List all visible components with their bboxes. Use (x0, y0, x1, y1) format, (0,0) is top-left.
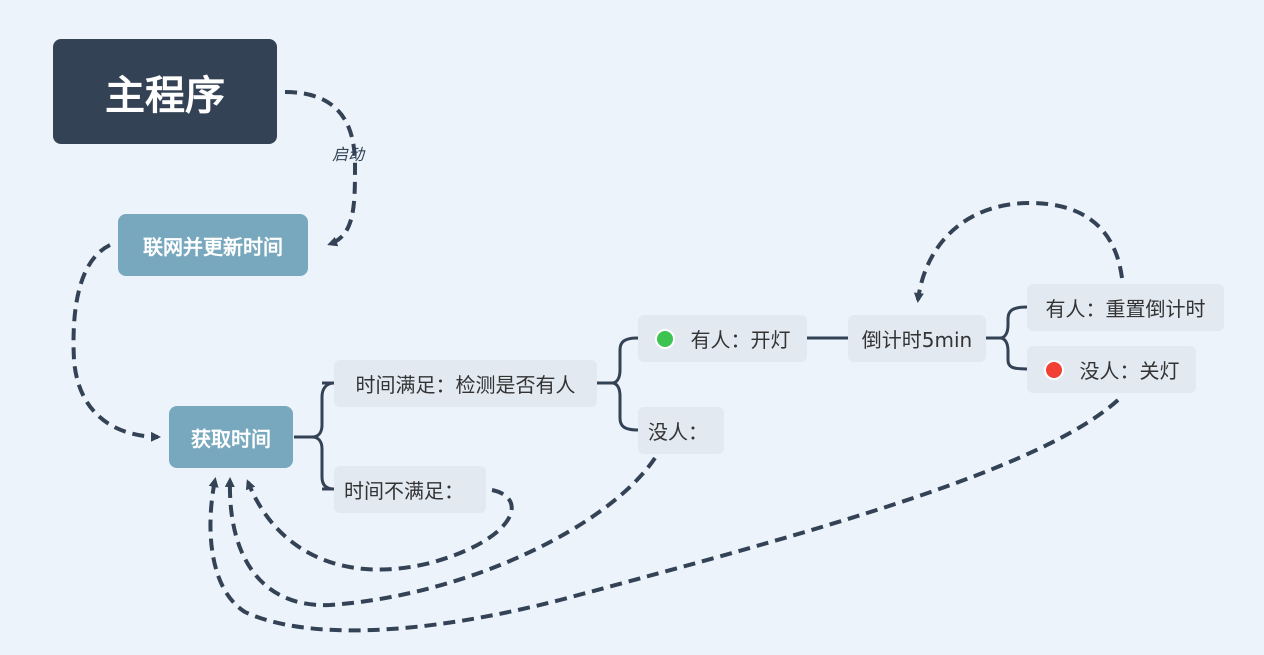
time-not-ok-label: 时间不满足： (344, 479, 464, 503)
someone-reset-label: 有人：重置倒计时 (1045, 297, 1206, 321)
network-update-label: 联网并更新时间 (143, 234, 283, 259)
network-update-topic[interactable]: 联网并更新时间 (118, 214, 308, 276)
branch-get-time (294, 381, 335, 491)
countdown-label: 倒计时5min (861, 328, 973, 352)
arrow-nobody-off-to-get-time (208, 398, 1120, 633)
arrow-root-to-network (284, 90, 358, 247)
arrow-time-not-ok-to-get-time (245, 479, 514, 572)
nobody-topic[interactable]: 没人： (638, 407, 724, 454)
arrow-nobody-to-get-time (224, 456, 657, 608)
someone-reset-topic[interactable]: 有人：重置倒计时 (1027, 284, 1224, 331)
someone-light-on-label: 有人：开灯 (690, 328, 791, 352)
countdown-topic[interactable]: 倒计时5min (848, 315, 986, 362)
get-time-label: 获取时间 (191, 426, 271, 451)
arrow-reset-to-countdown (913, 200, 1124, 303)
arrow-network-to-get-time (71, 243, 161, 442)
root-topic-label: 主程序 (105, 72, 225, 119)
green-status-icon (654, 328, 675, 349)
red-status-icon (1043, 359, 1064, 380)
nobody-label: 没人： (648, 420, 708, 444)
time-ok-label: 时间满足：检测是否有人 (355, 373, 576, 397)
branch-countdown (986, 305, 1028, 371)
branch-time-ok (597, 336, 639, 432)
nobody-light-off-label: 没人：关灯 (1079, 359, 1180, 383)
nobody-light-off-topic[interactable]: 没人：关灯 (1027, 346, 1196, 393)
get-time-topic[interactable]: 获取时间 (169, 406, 293, 468)
time-not-ok-topic[interactable]: 时间不满足： (334, 466, 486, 513)
root-topic[interactable]: 主程序 (53, 39, 277, 144)
time-ok-topic[interactable]: 时间满足：检测是否有人 (334, 360, 597, 407)
start-edge-label: 启动 (332, 145, 365, 164)
someone-light-on-topic[interactable]: 有人：开灯 (638, 315, 807, 362)
